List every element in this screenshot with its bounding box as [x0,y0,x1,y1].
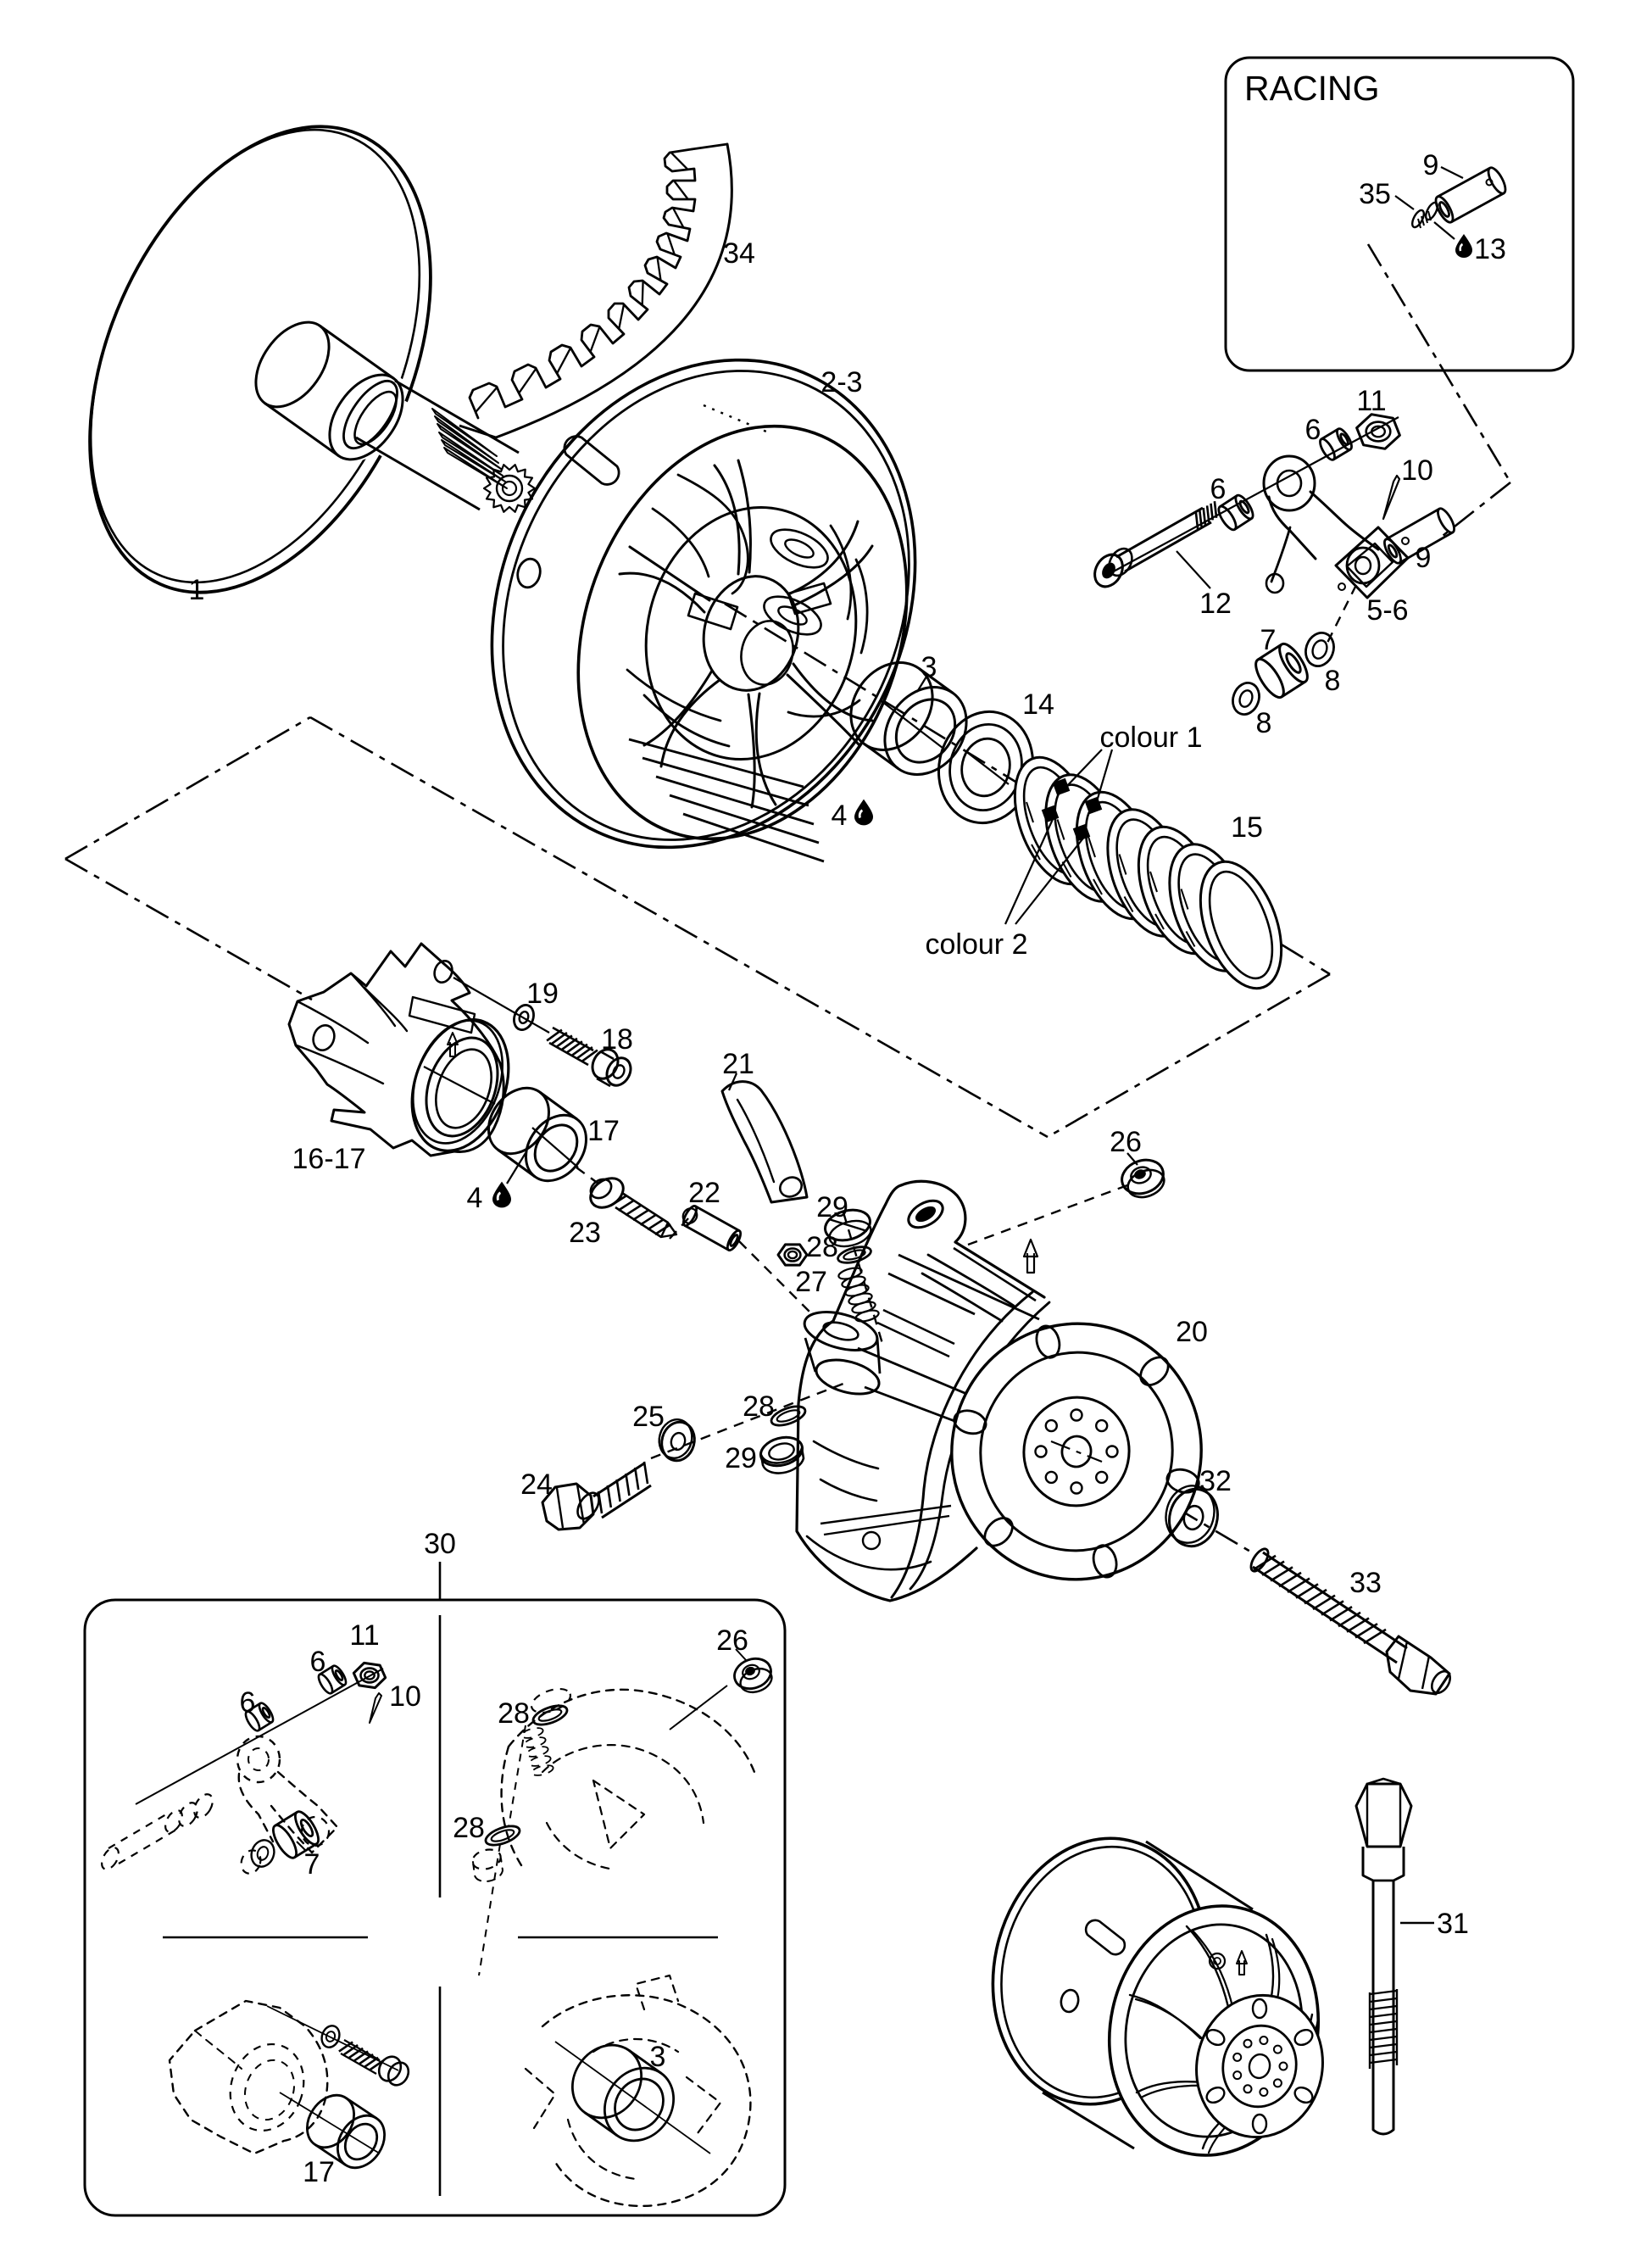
svg-text:1: 1 [189,574,205,606]
svg-text:6: 6 [240,1686,256,1719]
svg-text:15: 15 [1231,811,1263,844]
svg-text:28: 28 [498,1697,530,1730]
svg-text:11: 11 [1356,385,1386,417]
svg-text:34: 34 [723,237,755,270]
svg-text:RACING: RACING [1244,69,1379,108]
svg-text:19: 19 [526,978,559,1010]
svg-text:18: 18 [601,1023,633,1056]
svg-text:2-3: 2-3 [820,366,862,398]
svg-text:20: 20 [1176,1316,1208,1348]
svg-text:22: 22 [688,1177,720,1209]
svg-text:28: 28 [453,1812,485,1844]
svg-text:3: 3 [650,2041,666,2073]
svg-text:28: 28 [806,1231,838,1263]
svg-text:6: 6 [1305,414,1321,446]
svg-text:3: 3 [921,651,937,683]
svg-text:13: 13 [1474,233,1506,265]
svg-text:29: 29 [725,1442,757,1474]
svg-text:35: 35 [1359,178,1391,210]
svg-text:9: 9 [1416,542,1432,574]
svg-text:4: 4 [832,800,848,832]
svg-text:colour 1: colour 1 [1100,722,1203,754]
svg-text:colour 2: colour 2 [926,928,1028,961]
svg-text:6: 6 [1210,473,1227,505]
svg-text:26: 26 [1110,1126,1142,1158]
svg-text:25: 25 [632,1401,665,1433]
svg-text:6: 6 [310,1646,326,1678]
svg-text:10: 10 [1401,454,1433,487]
svg-text:17: 17 [303,2156,335,2188]
svg-text:16-17: 16-17 [292,1143,366,1175]
svg-text:32: 32 [1199,1465,1232,1497]
svg-text:31: 31 [1437,1908,1469,1940]
svg-text:14: 14 [1022,688,1054,721]
svg-text:8: 8 [1325,665,1341,697]
svg-text:17: 17 [587,1115,620,1147]
svg-text:4: 4 [467,1182,483,1214]
svg-text:7: 7 [1260,624,1277,656]
svg-text:27: 27 [795,1266,827,1298]
svg-text:10: 10 [389,1680,421,1713]
svg-text:28: 28 [743,1390,775,1423]
svg-text:30: 30 [424,1528,456,1560]
svg-text:8: 8 [1256,707,1272,739]
svg-text:21: 21 [722,1048,754,1080]
svg-text:11: 11 [349,1619,379,1652]
svg-text:9: 9 [1423,149,1439,181]
svg-text:5-6: 5-6 [1366,594,1408,627]
svg-text:26: 26 [716,1624,748,1657]
svg-text:12: 12 [1199,588,1232,620]
svg-text:29: 29 [816,1191,848,1223]
svg-text:7: 7 [304,1848,320,1881]
svg-text:23: 23 [569,1217,601,1249]
svg-text:33: 33 [1349,1567,1382,1599]
